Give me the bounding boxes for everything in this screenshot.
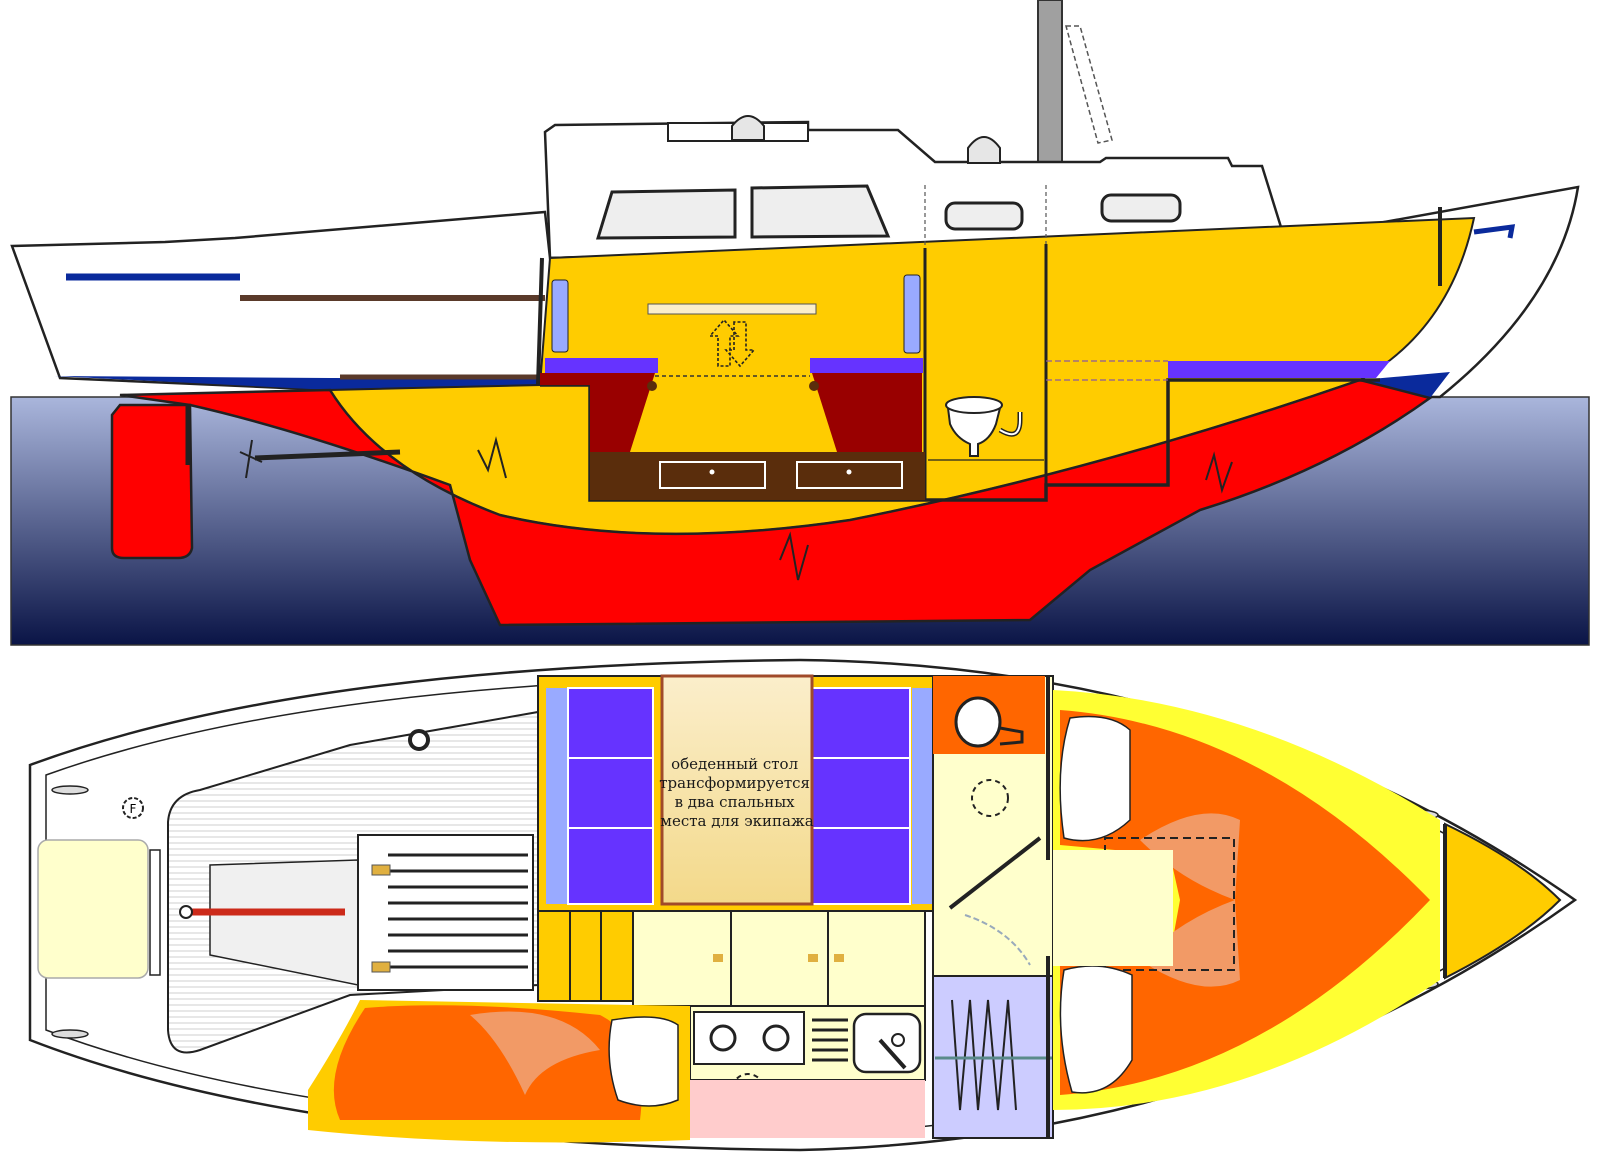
- vberth-aisle: [1053, 850, 1173, 966]
- stove-grate-lines: [812, 1018, 848, 1062]
- backrest-fwd: [903, 274, 921, 354]
- drawer-1: [659, 461, 766, 489]
- rudder: [110, 403, 194, 560]
- companionway-steps: [537, 910, 634, 1002]
- table-note-line-3: в два спальных: [675, 793, 796, 811]
- settee-aft: [540, 373, 655, 452]
- sink-tap-base: [891, 1033, 905, 1047]
- winch-icon: [408, 729, 430, 751]
- side-profile-view: [10, 0, 1590, 646]
- grate-hinge-2: [371, 961, 391, 973]
- vberth-cushion-side: [1168, 361, 1390, 378]
- burner-2: [762, 1024, 790, 1052]
- vberth-blanket-port: [1140, 813, 1240, 900]
- cleat-stern-port: [51, 785, 89, 795]
- pivot-fwd: [809, 381, 819, 391]
- galley-floor-pink: [690, 1080, 925, 1138]
- galley-cupboards: [632, 910, 926, 1007]
- table-top-raised: [647, 303, 817, 315]
- cupboard-knob-1: [713, 954, 723, 962]
- drawer-knob-1: [709, 469, 715, 475]
- toilet: [946, 407, 1002, 457]
- drawer-base: [590, 452, 925, 500]
- porthole-1: [944, 201, 1024, 231]
- settee-cushions-aft: [567, 687, 654, 905]
- dorade-vent-aft: [731, 115, 765, 141]
- fuel-filler-label: F: [130, 802, 137, 816]
- arrow-up: [708, 318, 740, 367]
- cleat-stern-stbd: [51, 1029, 89, 1039]
- head-door: [948, 836, 1042, 910]
- table-note-line-1: обеденный стол: [671, 755, 798, 773]
- cupboard-knob-3: [834, 954, 844, 962]
- companionway-hatch-handle[interactable]: [358, 835, 533, 990]
- grate-slats: [388, 853, 528, 969]
- vberth-pillow-port: [1059, 715, 1131, 842]
- arrow-down: [724, 321, 756, 368]
- toilet-plan-pump: [999, 726, 1024, 746]
- saloon-backrest-fwd: [912, 688, 934, 904]
- table-note: обеденный стол трансформируется в два сп…: [659, 755, 815, 830]
- mast-stub: [1037, 0, 1063, 164]
- locker-hangers: [951, 999, 1017, 1111]
- dining-table: [660, 674, 814, 906]
- cabin-window-1: [595, 188, 737, 240]
- cupboard-knob-2: [808, 954, 818, 962]
- prop-shaft: [254, 449, 401, 461]
- vberth-pillow-stbd: [1059, 965, 1133, 1094]
- grate-hinge-1: [371, 864, 391, 876]
- break-mark-aft: [477, 436, 507, 479]
- door-swing-arc: [964, 914, 1031, 966]
- table-note-line-2: трансформируется: [659, 774, 810, 792]
- forepeak: [1444, 822, 1562, 980]
- toilet-seat: [945, 396, 1003, 414]
- hull-bottom-keel: [119, 378, 1433, 627]
- drawer-knob-2: [846, 469, 852, 475]
- break-mark-mid: [779, 531, 809, 581]
- propeller: [239, 439, 263, 479]
- lazarette-hatch: [37, 839, 149, 979]
- settee-fwd: [812, 373, 922, 452]
- cabin-window-2: [750, 184, 891, 239]
- saloon-backrest-aft: [546, 688, 568, 904]
- sink-tap: [878, 1038, 907, 1070]
- pivot-aft: [647, 381, 657, 391]
- sink: [852, 1012, 922, 1074]
- porthole-2: [1100, 193, 1182, 223]
- settee-cushion-fwd: [810, 358, 923, 373]
- backrest-aft: [551, 279, 569, 353]
- vberth-cushion-stbd: [1060, 900, 1430, 1095]
- settee-cushion-aft: [545, 358, 658, 373]
- drawer-2: [796, 461, 903, 489]
- fuel-filler-marker: [122, 797, 144, 819]
- break-mark-fwd: [1205, 451, 1233, 494]
- quarter-berth-blanket: [470, 1011, 600, 1095]
- folded-mast-outline: [1065, 25, 1113, 144]
- toilet-plan: [954, 696, 1002, 748]
- rudder-post: [179, 905, 193, 919]
- hatch-open-handle[interactable]: [668, 123, 808, 141]
- stool-dashed-head: [971, 779, 1009, 817]
- table-note-line-4: места для экипажа: [660, 812, 813, 830]
- burner-1: [709, 1024, 737, 1052]
- sheer-stripe-fwd: [1473, 224, 1516, 239]
- plan-view: F W обеденный стол трансформируется в дв…: [28, 658, 1578, 1152]
- toilet-pump-inner: [999, 412, 1021, 436]
- settee-cushions-fwd: [811, 687, 911, 905]
- bulkhead-1: [536, 257, 544, 386]
- tiller-hinge-bar: [149, 849, 161, 976]
- quarter-berth-pillow: [608, 1016, 679, 1107]
- dorade-vent-fwd: [967, 136, 1001, 164]
